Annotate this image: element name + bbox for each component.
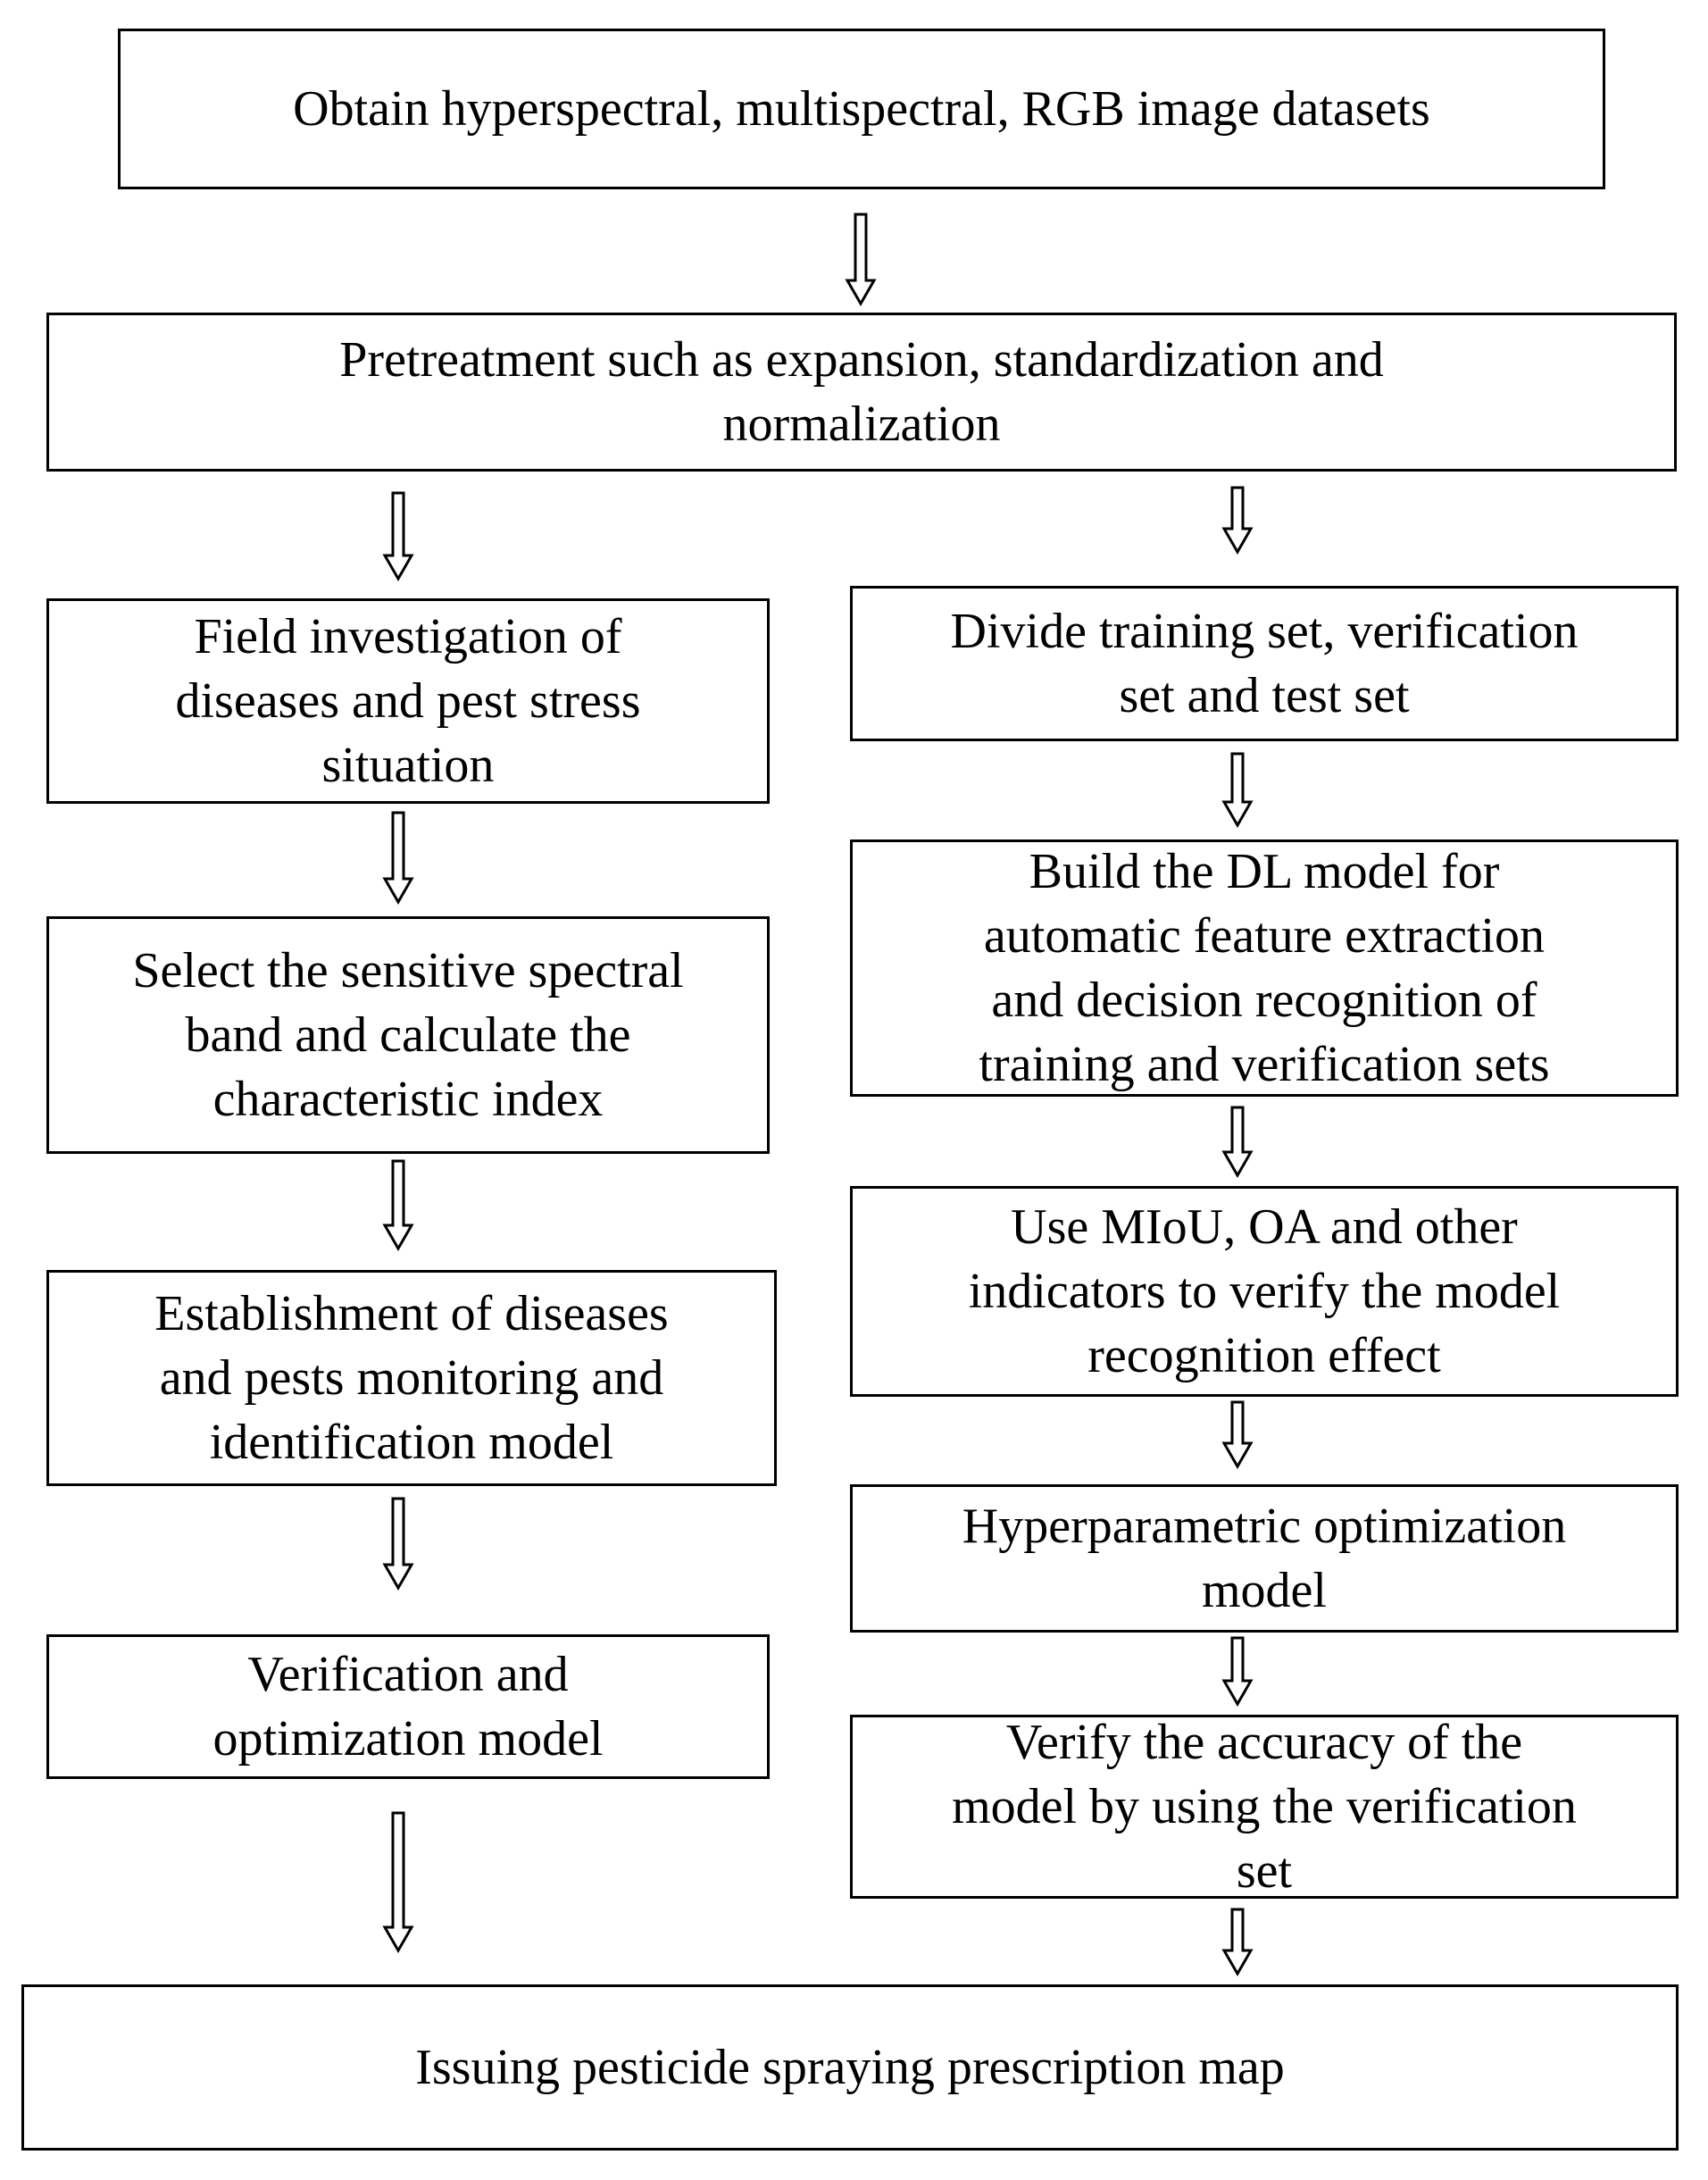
arrow-verification-to-issuing (382, 1811, 414, 1954)
obtain-datasets-box: Obtain hyperspectral, multispectral, RGB… (118, 29, 1605, 189)
field-investigation-text: Field investigation of diseases and pest… (175, 609, 641, 793)
obtain-datasets-text: Obtain hyperspectral, multispectral, RGB… (293, 81, 1430, 137)
arrow-hyper-to-verify (1221, 1636, 1254, 1708)
verify-accuracy-box: Verify the accuracy of the model by usin… (850, 1715, 1679, 1899)
arrow-pretreatment-to-field (382, 491, 414, 582)
pretreatment-box: Pretreatment such as expansion, standard… (46, 313, 1677, 472)
divide-sets-text: Divide training set, verification set an… (950, 604, 1579, 723)
arrow-obtain-to-pretreatment (845, 213, 877, 307)
arrow-build-to-miou (1221, 1106, 1254, 1179)
establishment-box: Establishment of diseases and pests moni… (46, 1270, 777, 1486)
use-miou-box: Use MIoU, OA and other indicators to ver… (850, 1186, 1679, 1397)
build-dl-model-box: Build the DL model for automatic feature… (850, 839, 1679, 1097)
verification-optimization-box: Verification and optimization model (46, 1634, 770, 1779)
hyperparametric-text: Hyperparametric optimization model (962, 1499, 1567, 1618)
arrow-field-to-select (382, 811, 414, 906)
field-investigation-box: Field investigation of diseases and pest… (46, 598, 770, 804)
select-band-text: Select the sensitive spectral band and c… (132, 943, 684, 1127)
build-dl-model-text: Build the DL model for automatic feature… (979, 844, 1550, 1092)
use-miou-text: Use MIoU, OA and other indicators to ver… (968, 1199, 1561, 1383)
arrow-establishment-to-verification (382, 1497, 414, 1591)
select-band-box: Select the sensitive spectral band and c… (46, 916, 770, 1154)
establishment-text: Establishment of diseases and pests moni… (154, 1286, 669, 1470)
pretreatment-text: Pretreatment such as expansion, standard… (339, 332, 1384, 452)
arrow-pretreatment-to-divide (1221, 486, 1254, 555)
verification-optimization-text: Verification and optimization model (212, 1647, 604, 1767)
arrow-miou-to-hyper (1221, 1400, 1254, 1470)
issuing-prescription-box: Issuing pesticide spraying prescription … (21, 1984, 1679, 2151)
hyperparametric-box: Hyperparametric optimization model (850, 1484, 1679, 1633)
arrow-verify-to-issuing (1221, 1908, 1254, 1977)
divide-sets-box: Divide training set, verification set an… (850, 586, 1679, 741)
arrow-select-to-establishment (382, 1159, 414, 1252)
issuing-prescription-text: Issuing pesticide spraying prescription … (415, 2040, 1285, 2095)
arrow-divide-to-build (1221, 752, 1254, 829)
verify-accuracy-text: Verify the accuracy of the model by usin… (952, 1715, 1577, 1899)
